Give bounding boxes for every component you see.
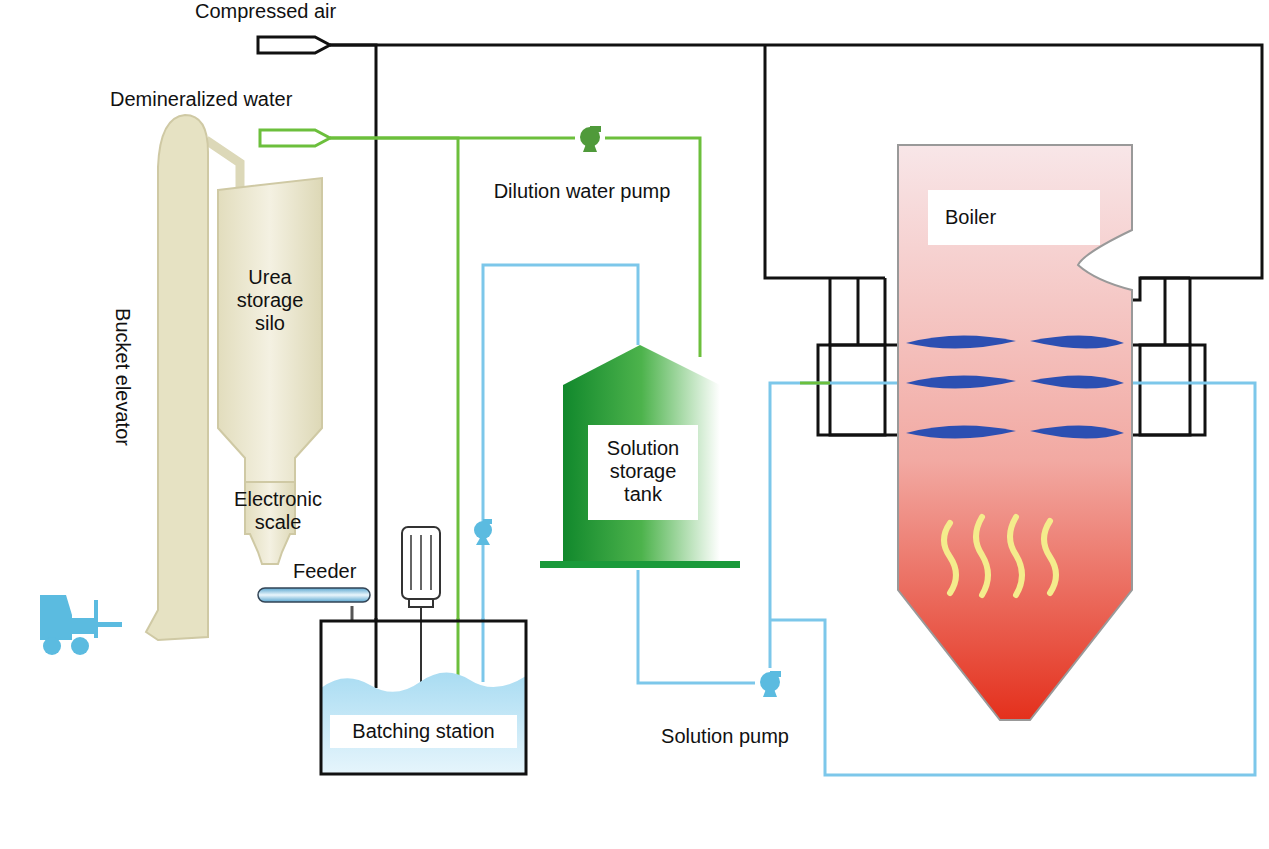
node-label: Demineralized water xyxy=(110,88,292,111)
process-node: Electronic scale xyxy=(222,482,334,564)
drawing-part xyxy=(1140,345,1190,435)
drawing-part xyxy=(71,637,89,655)
elevator-casing xyxy=(146,115,208,640)
pipe-connector xyxy=(330,137,575,140)
node-label: Batching station xyxy=(330,715,517,748)
drawing-part xyxy=(420,535,422,590)
tank-body xyxy=(563,345,720,563)
forklift-icon xyxy=(40,595,122,655)
pipe-connector xyxy=(351,606,354,620)
batching-tank xyxy=(321,621,526,774)
drawing-part xyxy=(1030,375,1124,388)
drawing-part xyxy=(430,535,432,590)
node-label: Urea storage silo xyxy=(228,266,312,335)
pump-outlet xyxy=(590,126,601,132)
spray-nozzles xyxy=(906,335,1124,438)
drawing-part xyxy=(482,618,485,682)
drawing-part xyxy=(857,278,860,345)
pipe-connector xyxy=(330,138,458,620)
process-node: Batching station xyxy=(320,620,527,775)
heat-waves xyxy=(944,517,1056,595)
transfer-pump xyxy=(474,519,492,545)
boiler-body xyxy=(898,145,1132,720)
pump-body xyxy=(580,127,600,147)
node-shape xyxy=(575,123,605,153)
drawing-part xyxy=(944,523,956,593)
node-shape xyxy=(320,620,527,775)
drawing-part xyxy=(906,375,1016,388)
node-label: Feeder xyxy=(293,560,356,583)
drawing-part xyxy=(1128,345,1205,435)
node-label: Solution storage tank xyxy=(588,425,698,520)
pipe-connector xyxy=(638,570,755,683)
pipe-connector xyxy=(206,140,240,178)
drawing-part xyxy=(818,345,900,435)
solution-liquid xyxy=(321,672,526,774)
node-label: Boiler xyxy=(928,190,1100,245)
drawing-part xyxy=(43,637,61,655)
node-label: Solution pump xyxy=(661,725,789,748)
drawing-part xyxy=(402,527,440,599)
process-node: Solution storage tank xyxy=(560,345,725,570)
node-label: Dilution water pump xyxy=(494,180,671,203)
drawing-part xyxy=(409,599,433,607)
drawing-part xyxy=(420,607,422,684)
drawing-part xyxy=(375,618,378,688)
pipe-connector xyxy=(770,383,898,668)
drawing-part xyxy=(483,519,492,524)
process-node: Demineralized water xyxy=(105,85,330,150)
pipe-connector xyxy=(605,138,700,345)
process-node: Urea storage silo xyxy=(218,178,322,482)
drawing-part xyxy=(1030,335,1124,348)
drawing-part xyxy=(765,45,885,278)
drawing-part xyxy=(884,278,887,345)
process-node: Dilution water pump xyxy=(575,123,605,153)
node-label: Bucket elevator xyxy=(111,308,134,446)
drawing-part xyxy=(1010,517,1022,595)
feeder-bar xyxy=(258,588,370,602)
drawing-part xyxy=(94,600,98,638)
inlet-nozzle xyxy=(258,37,330,53)
node-label: Compressed air xyxy=(195,0,336,23)
drawing-part xyxy=(1164,278,1167,345)
pump-outlet xyxy=(770,671,781,677)
process-node: Solution pump xyxy=(755,668,785,698)
process-node: Boiler xyxy=(898,145,1132,725)
pump-body xyxy=(760,672,780,692)
process-node: Compressed air xyxy=(195,0,330,56)
drawing-part xyxy=(96,622,122,627)
drawing-part xyxy=(40,595,72,640)
drawing-part xyxy=(906,335,1016,348)
drawing-part xyxy=(1044,521,1056,593)
pipe-connector xyxy=(330,45,376,620)
drawing-part xyxy=(1030,425,1124,438)
water-injection xyxy=(800,382,830,385)
drawing-part xyxy=(830,345,885,435)
drawing-part xyxy=(410,535,412,590)
drawing-part xyxy=(72,618,94,634)
drawing-part xyxy=(829,278,832,345)
silo-body xyxy=(218,178,322,482)
drawing-part xyxy=(476,538,490,545)
inlet-nozzle xyxy=(260,130,330,146)
drawing-part xyxy=(1189,278,1192,345)
pipe-end xyxy=(699,345,702,357)
drawing-part xyxy=(976,517,988,595)
process-node: Feeder xyxy=(255,562,373,606)
process-node: Bucket elevator xyxy=(100,112,210,642)
mixer-motor xyxy=(402,527,440,684)
tank-base xyxy=(540,561,740,568)
node-shape xyxy=(755,668,785,698)
drawing-part xyxy=(906,425,1016,438)
node-label: Electronic scale xyxy=(222,488,334,534)
